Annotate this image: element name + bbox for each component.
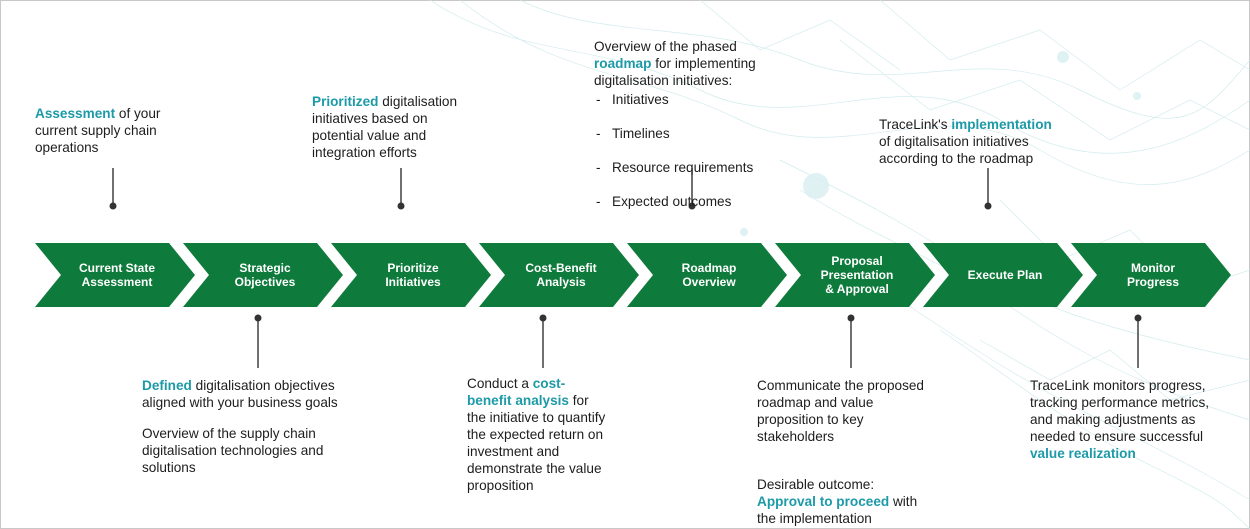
step-chevron xyxy=(35,243,195,307)
step-label: Current State Assessment xyxy=(78,261,155,289)
note-text: of your current supply chain operations xyxy=(35,106,161,155)
note-highlight: Assessment xyxy=(35,106,116,121)
connector-dot xyxy=(984,202,992,210)
connector-dot xyxy=(1134,314,1142,322)
step-label: Monitor Progress xyxy=(1126,261,1180,289)
bullet-item: Timelines xyxy=(594,125,814,142)
step-label: Cost-Benefit Analysis xyxy=(525,261,597,289)
step-chevron xyxy=(331,243,491,307)
connector-dot xyxy=(539,314,547,322)
connector-dot xyxy=(397,202,405,210)
note-proposal: Communicate the proposed roadmap and val… xyxy=(757,377,967,527)
step-label: Roadmap Overview xyxy=(681,261,737,289)
note-text: TraceLink's xyxy=(879,117,952,132)
connector-dot xyxy=(254,314,262,322)
note-text: digitalisation objectives aligned with y… xyxy=(142,378,338,410)
note-highlight: implementation xyxy=(951,117,1052,132)
note-text: Overview of the supply chain digitalisat… xyxy=(142,426,324,475)
note-text: Overview of the phased xyxy=(594,39,737,54)
note-highlight: value realization xyxy=(1030,446,1136,461)
roadmap-bullet-list: Initiatives Timelines Resource requireme… xyxy=(594,74,814,227)
note-text: with the implementation xyxy=(757,494,918,526)
note-cost-benefit: Conduct a cost- benefit analysis for the… xyxy=(467,375,667,494)
connector-dot xyxy=(109,202,117,210)
step-chevron xyxy=(479,243,639,307)
step-chevron xyxy=(183,243,343,307)
step-label: Strategic Objectives xyxy=(234,261,296,289)
step-label: Proposal Presentation & Approval xyxy=(820,254,894,296)
bullet-item: Expected outcomes xyxy=(594,193,814,210)
note-highlight: Prioritized xyxy=(312,94,379,109)
step-label: Execute Plan xyxy=(967,268,1043,282)
bullet-item: Initiatives xyxy=(594,91,814,108)
note-text: digitalisation initiatives based on pote… xyxy=(312,94,458,160)
note-highlight: roadmap xyxy=(594,56,652,71)
connector-dot xyxy=(847,314,855,322)
step-chevron xyxy=(923,243,1083,307)
step-chevron xyxy=(775,243,935,307)
step-chevron xyxy=(1071,243,1231,307)
note-assessment: Assessment of your current supply chain … xyxy=(35,105,235,156)
bullet-item: Resource requirements xyxy=(594,159,814,176)
note-highlight: Approval to proceed xyxy=(757,494,890,509)
note-text: Communicate the proposed roadmap and val… xyxy=(757,378,924,444)
step-label: Prioritize Initiatives xyxy=(385,261,441,289)
note-text: for implementing digitalisation initiati… xyxy=(594,56,756,88)
note-objectives: Defined digitalisation objectives aligne… xyxy=(142,377,372,476)
note-prioritized: Prioritized digitalisation initiatives b… xyxy=(312,93,512,161)
step-chevron xyxy=(627,243,787,307)
note-text: Conduct a xyxy=(467,376,533,391)
note-text: TraceLink monitors progress, tracking pe… xyxy=(1030,378,1210,444)
note-text: for the initiative to quantify the expec… xyxy=(467,393,606,493)
note-highlight: cost- benefit analysis xyxy=(467,376,569,408)
note-implementation: TraceLink's implementation of digitalisa… xyxy=(879,116,1099,167)
note-monitor: TraceLink monitors progress, tracking pe… xyxy=(1030,377,1245,462)
note-text: Desirable outcome: xyxy=(757,477,875,492)
note-roadmap: Overview of the phased roadmap for imple… xyxy=(594,38,814,227)
note-text: of digitalisation initiatives according … xyxy=(879,134,1034,166)
note-highlight: Defined xyxy=(142,378,192,393)
